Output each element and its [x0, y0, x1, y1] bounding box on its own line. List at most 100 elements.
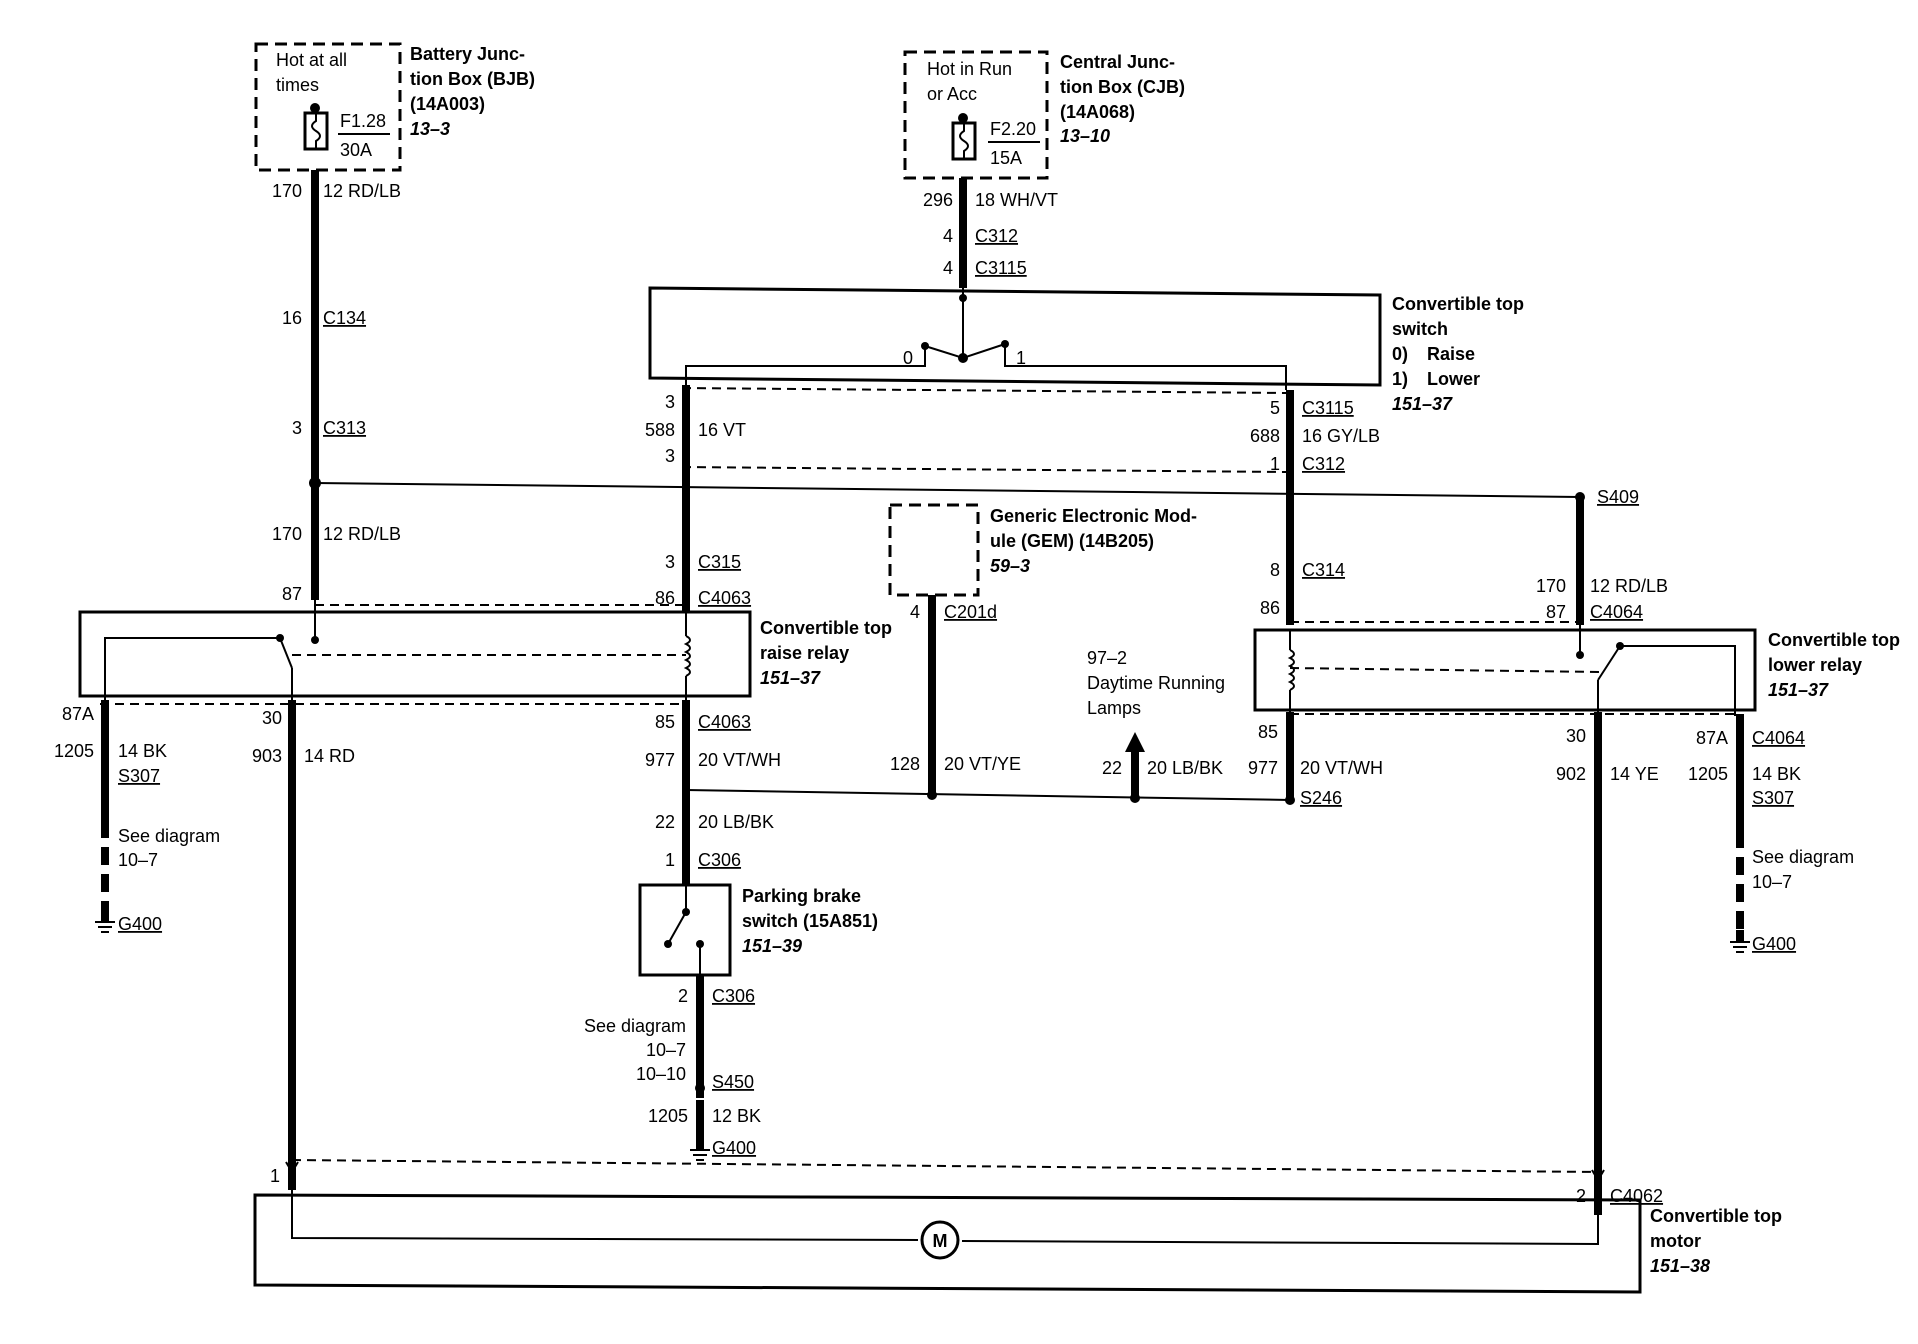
pin-3-c315: 3 [665, 552, 675, 572]
circuit-588: 588 [645, 420, 675, 440]
pin-3-switch: 3 [665, 392, 675, 412]
wire-16gylb: 16 GY/LB [1302, 426, 1380, 446]
circuit-170: 170 [272, 181, 302, 201]
switch-ref: 151–37 [1392, 394, 1453, 414]
pin-1-c306: 1 [665, 850, 675, 870]
lower-relay-outline [1253, 628, 1757, 712]
wire-20vtwh-lower: 20 VT/WH [1300, 758, 1383, 778]
generic-electronic-module: Generic Electronic Mod- ule (GEM) (14B20… [888, 503, 1197, 795]
gem-name-2: ule (GEM) (14B205) [990, 531, 1154, 551]
connector-c312: C312 [975, 226, 1018, 246]
connector-c306-bottom: C306 [712, 986, 755, 1006]
convertible-top-motor: M Convertible top motor 151–38 [253, 1159, 1782, 1294]
circuit-1205-left: 1205 [54, 741, 94, 761]
switch-outline [648, 286, 1382, 387]
switch-name-2: switch [1392, 319, 1448, 339]
ground-g400-center: G400 [712, 1138, 756, 1158]
connector-c134: C134 [323, 308, 366, 328]
see-diagram-left: See diagram [118, 826, 220, 846]
cjb-hot-text: Hot in Run [927, 59, 1012, 79]
wire-12rdlb-lower: 12 RD/LB [1590, 576, 1668, 596]
bjb-name-2: tion Box (BJB) [410, 69, 535, 89]
connector-c4062: C4062 [1610, 1186, 1663, 1206]
lower-relay-name-2: lower relay [1768, 655, 1862, 675]
pin-30-lower: 30 [1566, 726, 1586, 746]
cjb-name-3: (14A068) [1060, 102, 1135, 122]
wire-1205-right: 87A C4064 1205 14 BK S307 See diagram 10… [1688, 714, 1854, 954]
convertible-top-lower-relay: Convertible top lower relay 151–37 [1253, 621, 1900, 716]
connector-c315: C315 [698, 552, 741, 572]
pin-8: 8 [1270, 560, 1280, 580]
fuse-f220-element [959, 123, 969, 159]
circuit-1205-right: 1205 [1688, 764, 1728, 784]
cjb-fuse-dot [958, 113, 968, 123]
drl-reference: 97–2 Daytime Running Lamps 22 20 LB/BK [1087, 648, 1225, 798]
pin-87a-lower: 87A [1696, 728, 1728, 748]
motor-ref: 151–38 [1650, 1256, 1710, 1276]
wire-20vtye: 20 VT/YE [944, 754, 1021, 774]
circuit-688: 688 [1250, 426, 1280, 446]
pin-2-c306: 2 [678, 986, 688, 1006]
drl-ref: 97–2 [1087, 648, 1127, 668]
circuit-170-b: 170 [272, 524, 302, 544]
wire-170-lower: 170 12 RD/LB 87 C4064 [1536, 497, 1668, 625]
wire-16vt: 16 VT [698, 420, 746, 440]
drl-line1: Daytime Running [1087, 673, 1225, 693]
cjb-name-2: tion Box (CJB) [1060, 77, 1185, 97]
connector-c312-lower: C312 [1302, 454, 1345, 474]
signal-bus-s246 [685, 789, 1291, 801]
pin-85-lower: 85 [1258, 722, 1278, 742]
circuit-22-raise: 22 [655, 812, 675, 832]
connector-c313: C313 [323, 418, 366, 438]
bjb-amps-label: 30A [340, 140, 372, 160]
pin-30-raise: 30 [262, 708, 282, 728]
switch-contact-arm [924, 343, 1006, 360]
lower-relay-coil-icon [1287, 649, 1295, 691]
pin-1-c312: 1 [1270, 454, 1280, 474]
cjb-name: Central Junc- [1060, 52, 1175, 72]
pin-2-motor: 2 [1576, 1186, 1586, 1206]
ground-g400-right: G400 [1752, 934, 1796, 954]
battery-junction-box: Hot at all times F1.28 30A Battery Junc-… [254, 42, 535, 172]
motor-icon [920, 1220, 960, 1260]
wire-14ye: 14 YE [1610, 764, 1659, 784]
pin-5: 5 [1270, 398, 1280, 418]
connector-c4064: C4064 [1590, 602, 1643, 622]
pin-86-raise: 86 [655, 588, 675, 608]
connector-c3115-lower: C3115 [1302, 398, 1354, 418]
bjb-hot-text: Hot at all [276, 50, 347, 70]
wire-14bk-left: 14 BK [118, 741, 167, 761]
wire-1205-parking: 2 C306 See diagram 10–7 10–10 S450 1205 … [584, 975, 761, 1161]
arrow-up-icon [1125, 732, 1145, 752]
cjb-ref: 13–10 [1060, 126, 1110, 146]
parking-brake-ref: 151–39 [742, 936, 802, 956]
splice-s307-left: S307 [118, 766, 160, 786]
wire-977-raise: 85 C4063 977 20 VT/WH 22 20 LB/BK 1 C306 [645, 700, 781, 885]
raise-relay-coil-icon [683, 635, 691, 677]
switch-pos1-num: 1) [1392, 369, 1408, 389]
splice-s409-label: S409 [1597, 487, 1639, 507]
connector-c3115: C3115 [975, 258, 1027, 278]
circuit-296: 296 [923, 190, 953, 210]
pin-3: 3 [292, 418, 302, 438]
central-junction-box: Hot in Run or Acc F2.20 15A Central Junc… [903, 50, 1185, 180]
wire-20lbbk-drl: 20 LB/BK [1147, 758, 1223, 778]
raise-relay-outline [78, 610, 752, 698]
circuit-22-drl: 22 [1102, 758, 1122, 778]
pin-4-gem: 4 [910, 602, 920, 622]
feed-bus-s409 [314, 482, 1581, 498]
wire-688: 5 C3115 688 16 GY/LB 1 C312 8 C314 86 [1250, 390, 1380, 625]
bjb-name: Battery Junc- [410, 44, 525, 64]
wire-14rd: 14 RD [304, 746, 355, 766]
circuit-977-lower: 977 [1248, 758, 1278, 778]
splice-s246: S246 [1300, 788, 1342, 808]
switch-name: Convertible top [1392, 294, 1524, 314]
switch-pos0-label: Raise [1427, 344, 1475, 364]
splice-s450: S450 [712, 1072, 754, 1092]
wire-903: 30 903 14 RD 1 [252, 700, 355, 1190]
pin-16: 16 [282, 308, 302, 328]
parking-brake-name: Parking brake [742, 886, 861, 906]
gem-outline [888, 503, 980, 597]
convertible-top-switch: 0 1 Convertible top switch 0) Raise 1) L… [648, 286, 1524, 414]
